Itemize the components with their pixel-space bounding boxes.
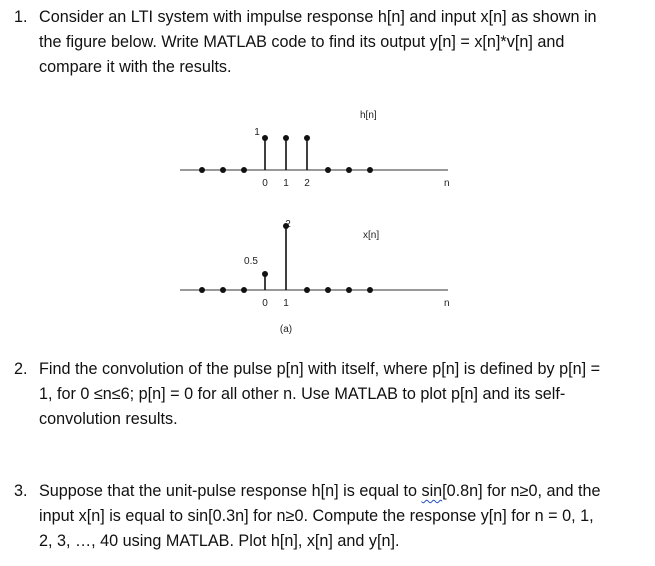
stem-point [241, 287, 247, 293]
plot-h: h[n] n 0 1 2 1 [180, 110, 450, 189]
tick-label: 2 [304, 178, 310, 189]
line-text: [0.8n] for n≥0, and the [442, 482, 601, 500]
problem-line: 2, 3, …, 40 using MATLAB. Plot h[n], x[n… [39, 532, 400, 550]
stem-point [367, 287, 373, 293]
stem-point [262, 271, 268, 277]
signal-figure: h[n] n 0 1 2 1 x[n] n 0 1 0.5 2 (a) [180, 110, 450, 335]
stem-point [283, 223, 289, 229]
axis-label-n: n [444, 298, 450, 309]
tick-label: 0 [262, 178, 268, 189]
plot-x: x[n] n 0 1 0.5 2 [180, 219, 450, 309]
problem-number: 3. [14, 482, 28, 500]
stem-point [220, 287, 226, 293]
problem-text: Find the convolution of the pulse p[n] w… [39, 357, 644, 432]
spellcheck-word: sin [421, 482, 443, 500]
stem-point [199, 287, 205, 293]
value-label: 1 [254, 127, 260, 138]
stem-point [220, 167, 226, 173]
problem-line: input x[n] is equal to sin[0.3n] for n≥0… [39, 507, 594, 525]
stem-point [304, 287, 310, 293]
stem-point [325, 287, 331, 293]
tick-label: 1 [283, 178, 289, 189]
stem-point [241, 167, 247, 173]
tick-label: 0 [262, 298, 268, 309]
figure-caption: (a) [280, 324, 292, 335]
stem-point [262, 135, 268, 141]
problem-line: 1, for 0 ≤n≤6; p[n] = 0 for all other n.… [39, 385, 566, 403]
plot-title-x: x[n] [363, 230, 379, 241]
problem-text: Consider an LTI system with impulse resp… [39, 5, 644, 80]
stem-point [304, 135, 310, 141]
problem-line: convolution results. [39, 410, 178, 428]
axis-label-n: n [444, 178, 450, 189]
problem-text: Suppose that the unit-pulse response h[n… [39, 479, 644, 554]
problem-line: the figure below. Write MATLAB code to f… [39, 33, 565, 51]
stem-point [346, 167, 352, 173]
stem-point [199, 167, 205, 173]
problem-line: Consider an LTI system with impulse resp… [39, 8, 597, 26]
problem-line: compare it with the results. [39, 58, 232, 76]
stem-point [325, 167, 331, 173]
problem-number: 2. [14, 360, 28, 378]
problem-line: Suppose that the unit-pulse response h[n… [39, 479, 644, 504]
problem-1: 1. Consider an LTI system with impulse r… [14, 5, 644, 80]
line-text: Suppose that the unit-pulse response h[n… [39, 482, 422, 500]
value-label: 0.5 [244, 256, 258, 267]
stem-point [367, 167, 373, 173]
stem-point [283, 135, 289, 141]
tick-label: 1 [283, 298, 289, 309]
problem-number: 1. [14, 8, 28, 26]
problem-3: 3. Suppose that the unit-pulse response … [14, 479, 644, 554]
problem-2: 2. Find the convolution of the pulse p[n… [14, 357, 644, 432]
stem-point [346, 287, 352, 293]
stem-marks [199, 223, 373, 293]
problem-line: Find the convolution of the pulse p[n] w… [39, 360, 601, 378]
plot-title-h: h[n] [360, 110, 377, 121]
stem-marks [199, 135, 373, 173]
